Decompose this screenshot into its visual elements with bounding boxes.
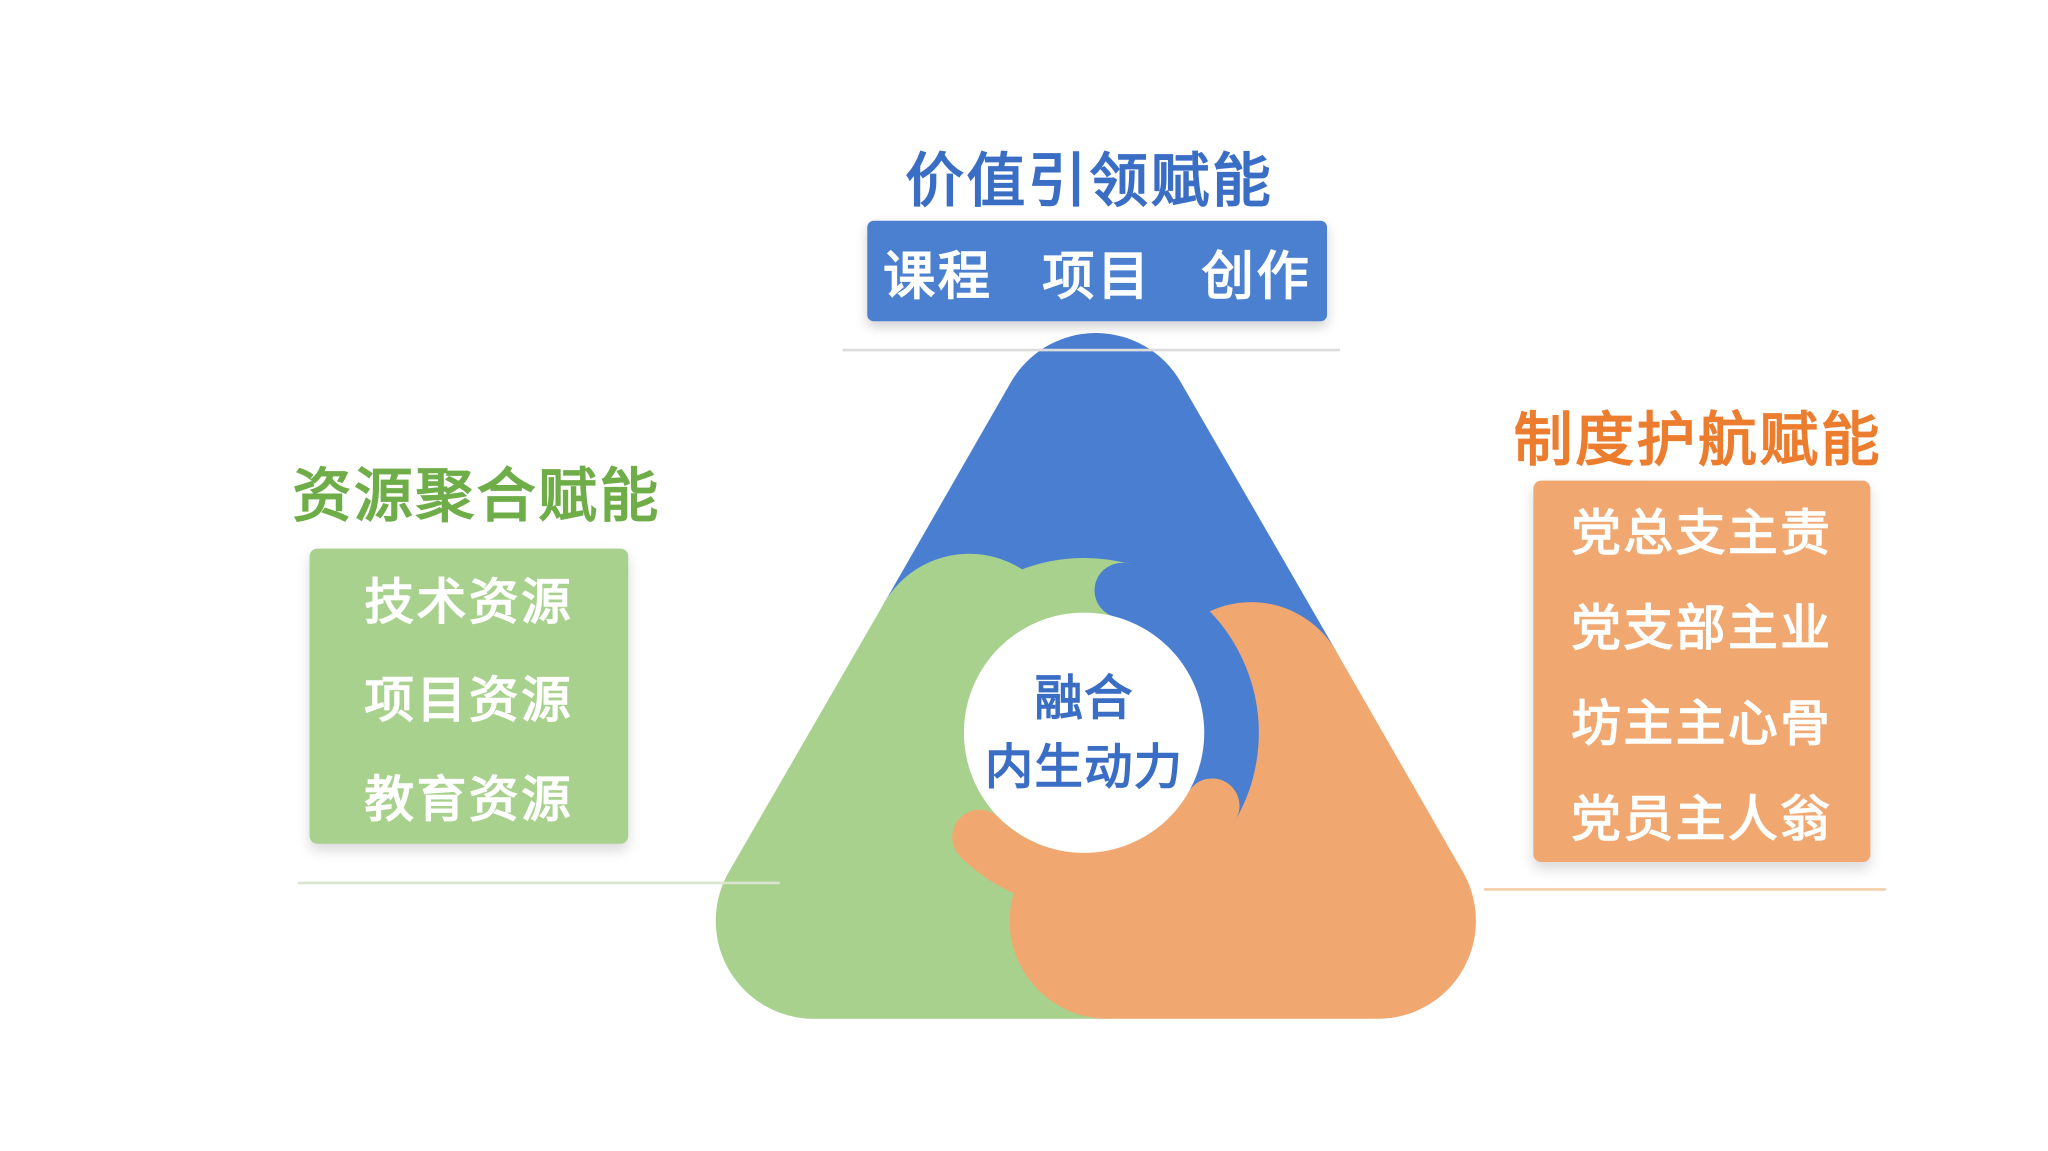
top-item-projects: 项目	[1042, 246, 1152, 307]
orange-arm-shape	[1009, 602, 1476, 1019]
right-section-title: 制度护航赋能	[1513, 404, 1883, 475]
top-item-creation: 创作	[1201, 246, 1312, 307]
left-item-education-resources: 教育资源	[364, 770, 574, 828]
right-item-4: 党员主人翁	[1571, 790, 1833, 848]
left-item-tech-resources: 技术资源	[364, 573, 574, 632]
left-section-title: 资源聚合赋能	[292, 461, 661, 531]
center-label-line1: 融合	[1034, 670, 1134, 727]
right-section-box: 党总支主责 党支部主业 坊主主心骨 党员主人翁	[1533, 480, 1871, 863]
right-item-2: 党支部主业	[1571, 599, 1833, 657]
left-section-box: 技术资源 项目资源 教育资源	[309, 548, 629, 844]
ring-blue-arc	[1094, 562, 1259, 834]
top-section-title: 价值引领赋能	[905, 146, 1274, 216]
center-label-line2: 内生动力	[984, 739, 1184, 796]
top-section-box: 课程 项目 创作	[867, 220, 1328, 322]
right-item-1: 党总支主责	[1571, 504, 1833, 562]
center-circle	[963, 612, 1205, 853]
left-item-project-resources: 项目资源	[364, 671, 574, 730]
ring-green-arc	[909, 558, 1150, 865]
center-label: 融合 内生动力	[953, 664, 1214, 802]
top-item-courses: 课程	[882, 246, 993, 307]
ring-orange-arc	[952, 778, 1240, 908]
right-item-3: 坊主主心骨	[1571, 694, 1833, 753]
